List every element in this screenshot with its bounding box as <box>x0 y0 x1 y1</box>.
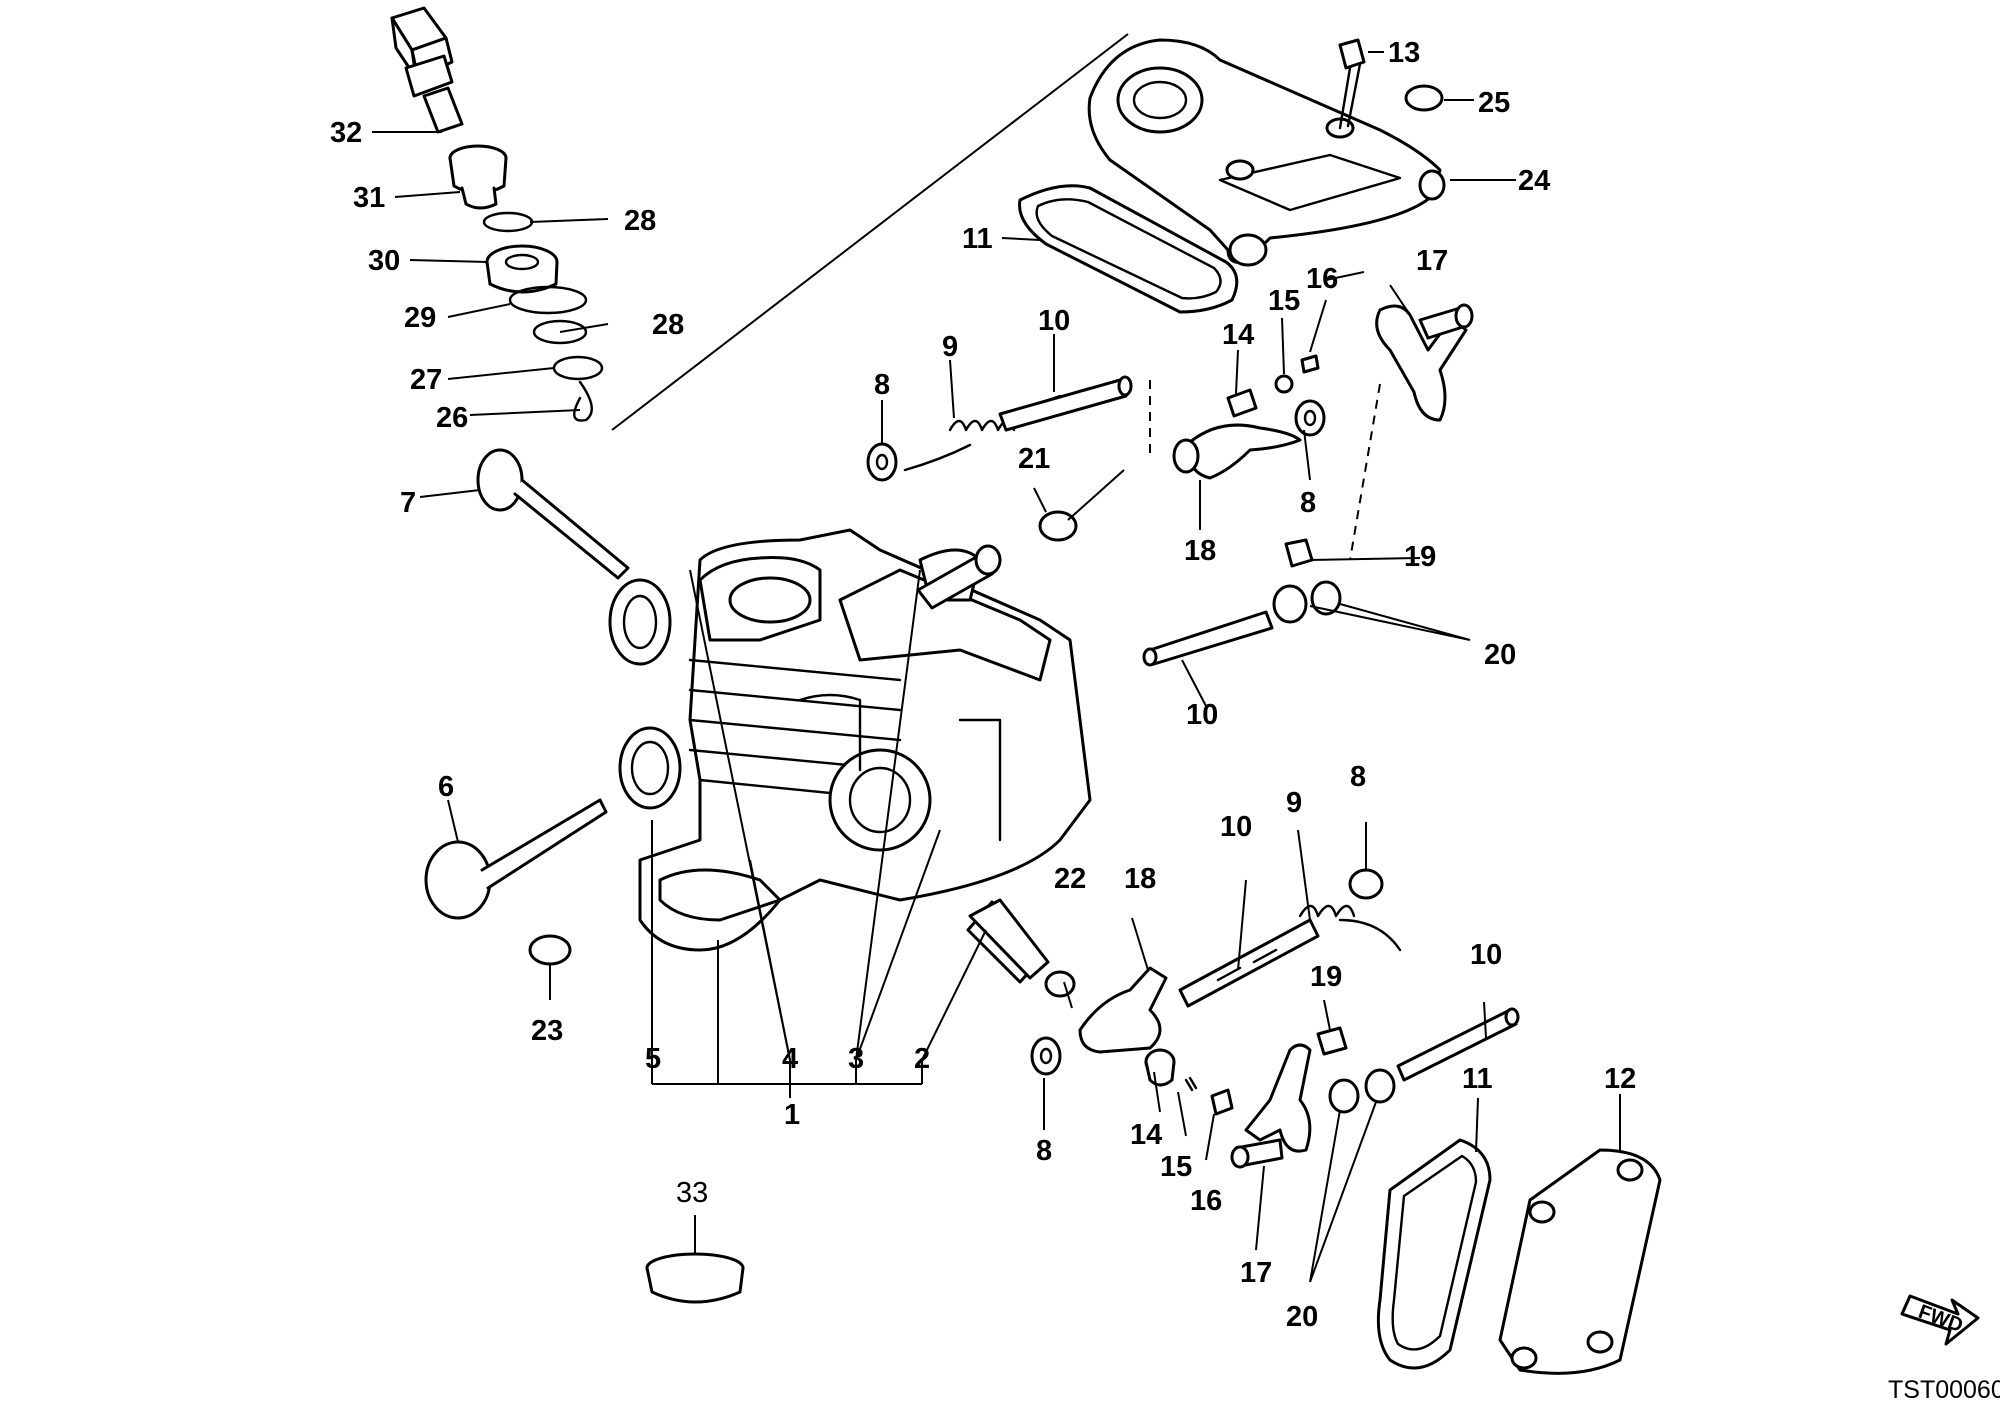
upper-right-shaft-group <box>1142 538 1342 667</box>
callout-11-top: 11 <box>962 223 993 255</box>
callout-20-top: 20 <box>1484 639 1516 671</box>
callout-33: 33 <box>676 1177 708 1209</box>
callout-8-middle: 8 <box>1350 761 1366 793</box>
callout-18-top: 18 <box>1184 535 1216 567</box>
callout-17-top: 17 <box>1416 245 1448 277</box>
callout-10-center: 10 <box>1220 811 1252 843</box>
rocker-cover-upper <box>1087 38 1446 267</box>
callout-2: 2 <box>914 1043 930 1075</box>
callout-29: 29 <box>404 302 436 334</box>
small-plug <box>528 934 572 966</box>
callout-7: 7 <box>400 487 416 519</box>
callout-25: 25 <box>1478 87 1510 119</box>
callout-15-top: 15 <box>1268 285 1300 317</box>
callout-14-bottom: 14 <box>1130 1119 1162 1151</box>
lower-cover-gasket <box>1376 1138 1492 1370</box>
callout-1: 1 <box>784 1099 800 1131</box>
callout-5: 5 <box>645 1043 661 1075</box>
callout-8-top-left: 8 <box>874 369 890 401</box>
cylinder-head <box>638 528 1092 952</box>
callout-13: 13 <box>1388 37 1420 69</box>
callout-6: 6 <box>438 771 454 803</box>
callout-26: 26 <box>436 402 468 434</box>
lower-cover <box>1498 1148 1662 1375</box>
temperature-sensor-assembly <box>390 6 604 422</box>
callout-10-middle: 10 <box>1186 699 1218 731</box>
lower-right-shaft-group <box>1316 1007 1520 1114</box>
callout-31: 31 <box>353 182 385 214</box>
callout-16-bottom: 16 <box>1190 1185 1222 1217</box>
callout-labels: 32 31 28 30 29 28 27 26 7 6 23 33 5 4 3 … <box>330 37 2000 1404</box>
exhaust-valve <box>476 448 630 580</box>
callout-15-bottom: 15 <box>1160 1151 1192 1183</box>
callout-21: 21 <box>1018 443 1050 475</box>
callout-16-top: 16 <box>1306 263 1338 295</box>
callout-18-bottom: 18 <box>1124 863 1156 895</box>
lower-shaft-spring <box>1178 868 1402 1008</box>
forward-direction-arrow: FWD <box>1900 1294 1980 1346</box>
callout-30: 30 <box>368 245 400 277</box>
callout-17-bottom: 17 <box>1240 1257 1272 1289</box>
callout-10-top: 10 <box>1038 305 1070 337</box>
upper-right-rocker-arm <box>1038 354 1326 542</box>
callout-14-top: 14 <box>1222 319 1254 351</box>
callout-19-bottom: 19 <box>1310 961 1342 993</box>
callout-19-top: 19 <box>1404 541 1436 573</box>
callout-9-top: 9 <box>942 331 958 363</box>
cover-plug <box>1404 84 1444 112</box>
cover-to-ring-line <box>611 33 1129 431</box>
callout-22: 22 <box>1054 863 1086 895</box>
callout-8-bottom: 8 <box>1036 1135 1052 1167</box>
callout-11-bottom: 11 <box>1462 1063 1493 1095</box>
callout-4: 4 <box>782 1043 798 1075</box>
callout-24: 24 <box>1518 165 1550 197</box>
callout-3: 3 <box>848 1043 864 1075</box>
callout-10-right: 10 <box>1470 939 1502 971</box>
upper-cover-gasket <box>1018 184 1239 314</box>
cover-bolt <box>1338 38 1366 130</box>
leader-lines <box>372 51 1621 1283</box>
callout-9-middle: 9 <box>1286 787 1302 819</box>
cap-33-part <box>645 1252 745 1304</box>
callout-23: 23 <box>531 1015 563 1047</box>
callout-28-top: 28 <box>624 205 656 237</box>
callout-12: 12 <box>1604 1063 1636 1095</box>
callout-20-bottom: 20 <box>1286 1301 1318 1333</box>
lower-right-rocker-arm <box>1230 1043 1312 1169</box>
lower-rocker-set <box>968 898 1234 1116</box>
callout-27: 27 <box>410 364 442 396</box>
intake-valve <box>424 798 608 920</box>
callout-32: 32 <box>330 117 362 149</box>
drawing-reference-code: TST00060 <box>1888 1376 2000 1404</box>
right-rocker-arm-upper <box>1375 303 1474 422</box>
upper-left-rocker-set <box>866 375 1133 482</box>
callout-28-bottom: 28 <box>652 309 684 341</box>
callout-8-top-right: 8 <box>1300 487 1316 519</box>
